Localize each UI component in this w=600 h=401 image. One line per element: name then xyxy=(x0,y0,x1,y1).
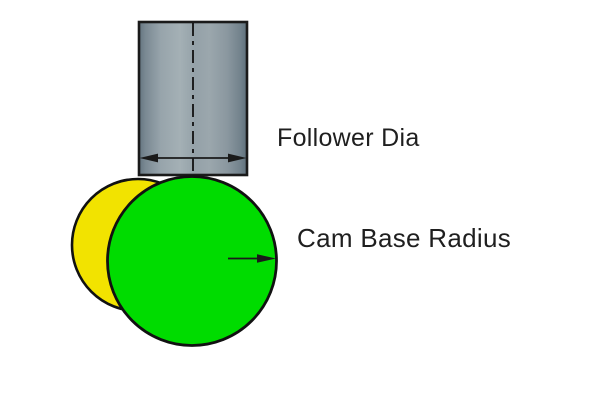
follower-dia-right-arrowhead xyxy=(228,153,247,163)
follower-dia-dimension xyxy=(139,153,418,163)
follower-cylinder xyxy=(137,20,249,177)
follower-dia-label: Follower Dia xyxy=(277,124,420,152)
cam-base-radius-dimension xyxy=(228,254,500,263)
cam-radius-arrowhead xyxy=(257,254,276,263)
follower-dia-left-arrowhead xyxy=(139,153,158,163)
cam-base-radius-label: Cam Base Radius xyxy=(297,223,512,253)
cam-base-circle xyxy=(106,175,278,347)
